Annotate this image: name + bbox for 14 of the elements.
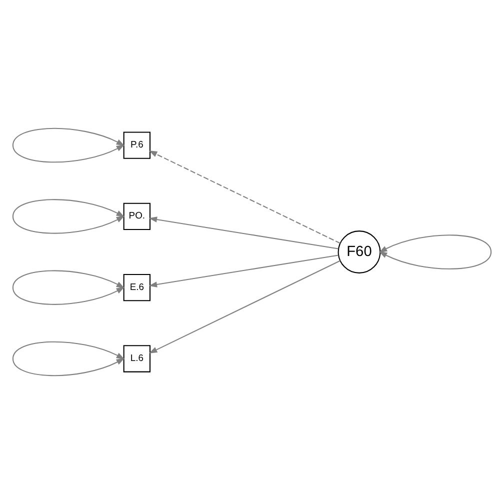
arrow	[378, 234, 492, 270]
arrow	[148, 150, 340, 244]
node-box: PO.	[123, 202, 151, 230]
arrow	[148, 254, 338, 288]
arrow	[12, 341, 125, 376]
node-box: E.6	[123, 274, 151, 302]
arrow	[12, 128, 125, 163]
arrow	[148, 216, 338, 250]
node-box: P.6	[123, 132, 151, 159]
node-circle: F60	[338, 230, 381, 274]
arrow	[12, 199, 125, 234]
node-box: L.6	[123, 345, 151, 372]
arrow	[12, 270, 125, 305]
arrow	[148, 260, 340, 354]
